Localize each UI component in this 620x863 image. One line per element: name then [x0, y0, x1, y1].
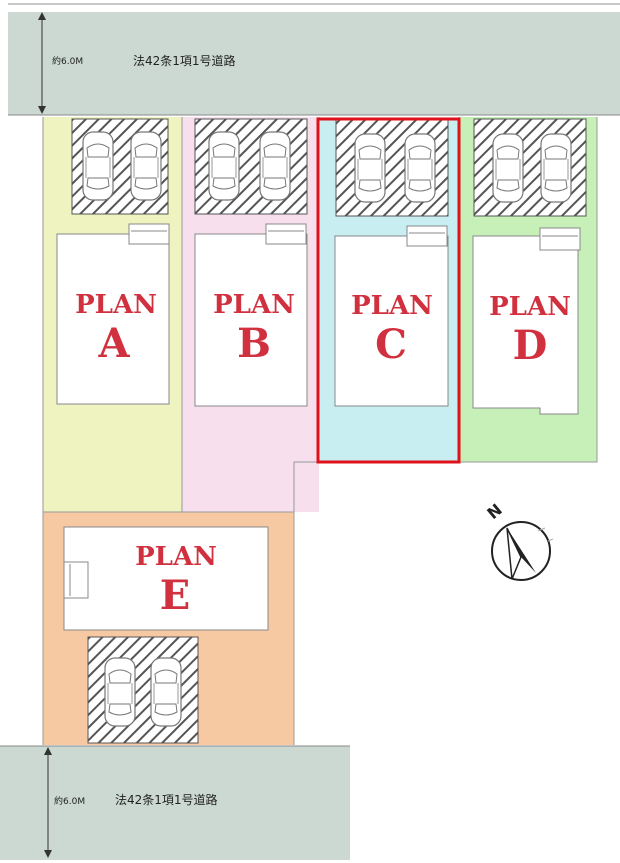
plan-e-letter: E	[160, 572, 191, 619]
bottom-road-name: 法42条1項1号道路	[115, 792, 218, 807]
plan-d-letter: D	[513, 322, 548, 369]
house-b	[194, 223, 308, 407]
parking-d	[473, 118, 587, 217]
top-road-surface	[8, 12, 620, 115]
house-d	[472, 227, 581, 415]
car-icon	[150, 657, 182, 727]
parking-b	[194, 118, 308, 215]
bottom-road-width: 約6.0M	[54, 795, 85, 807]
car-icon	[492, 133, 524, 203]
parking-c	[335, 118, 449, 217]
car-icon	[259, 131, 291, 201]
car-icon	[208, 131, 240, 201]
house-c	[334, 225, 449, 407]
top-road-width: 約6.0M	[52, 55, 83, 67]
house-e	[63, 526, 269, 631]
car-icon	[82, 131, 114, 201]
plan-c-word: PLAN	[351, 291, 433, 321]
car-icon	[404, 133, 436, 203]
top-road: 約6.0M 法42条1項1号道路	[8, 12, 620, 116]
car-icon	[540, 133, 572, 203]
top-road-dimension-icon	[38, 12, 46, 114]
plan-b-word: PLAN	[213, 290, 295, 320]
plan-c-highlight	[316, 117, 461, 464]
north-arrow-icon	[491, 521, 554, 581]
house-a	[56, 223, 170, 405]
car-icon	[354, 133, 386, 203]
bottom-road: 約6.0M 法42条1項1号道路	[0, 745, 350, 860]
plan-c-letter: C	[375, 321, 407, 368]
bottom-road-surface	[0, 746, 350, 860]
car-icon	[104, 657, 136, 727]
car-icon	[130, 131, 162, 201]
parking-e	[87, 636, 199, 744]
top-road-name: 法42条1項1号道路	[133, 53, 236, 68]
plan-e-word: PLAN	[135, 542, 217, 572]
plan-a-letter: A	[97, 320, 130, 367]
plan-d-word: PLAN	[489, 292, 571, 322]
plan-b-letter: B	[237, 320, 271, 367]
bottom-road-dimension-icon	[44, 747, 52, 858]
parking-a	[71, 118, 169, 215]
plan-a-word: PLAN	[75, 290, 157, 320]
compass-label: N	[483, 500, 505, 523]
